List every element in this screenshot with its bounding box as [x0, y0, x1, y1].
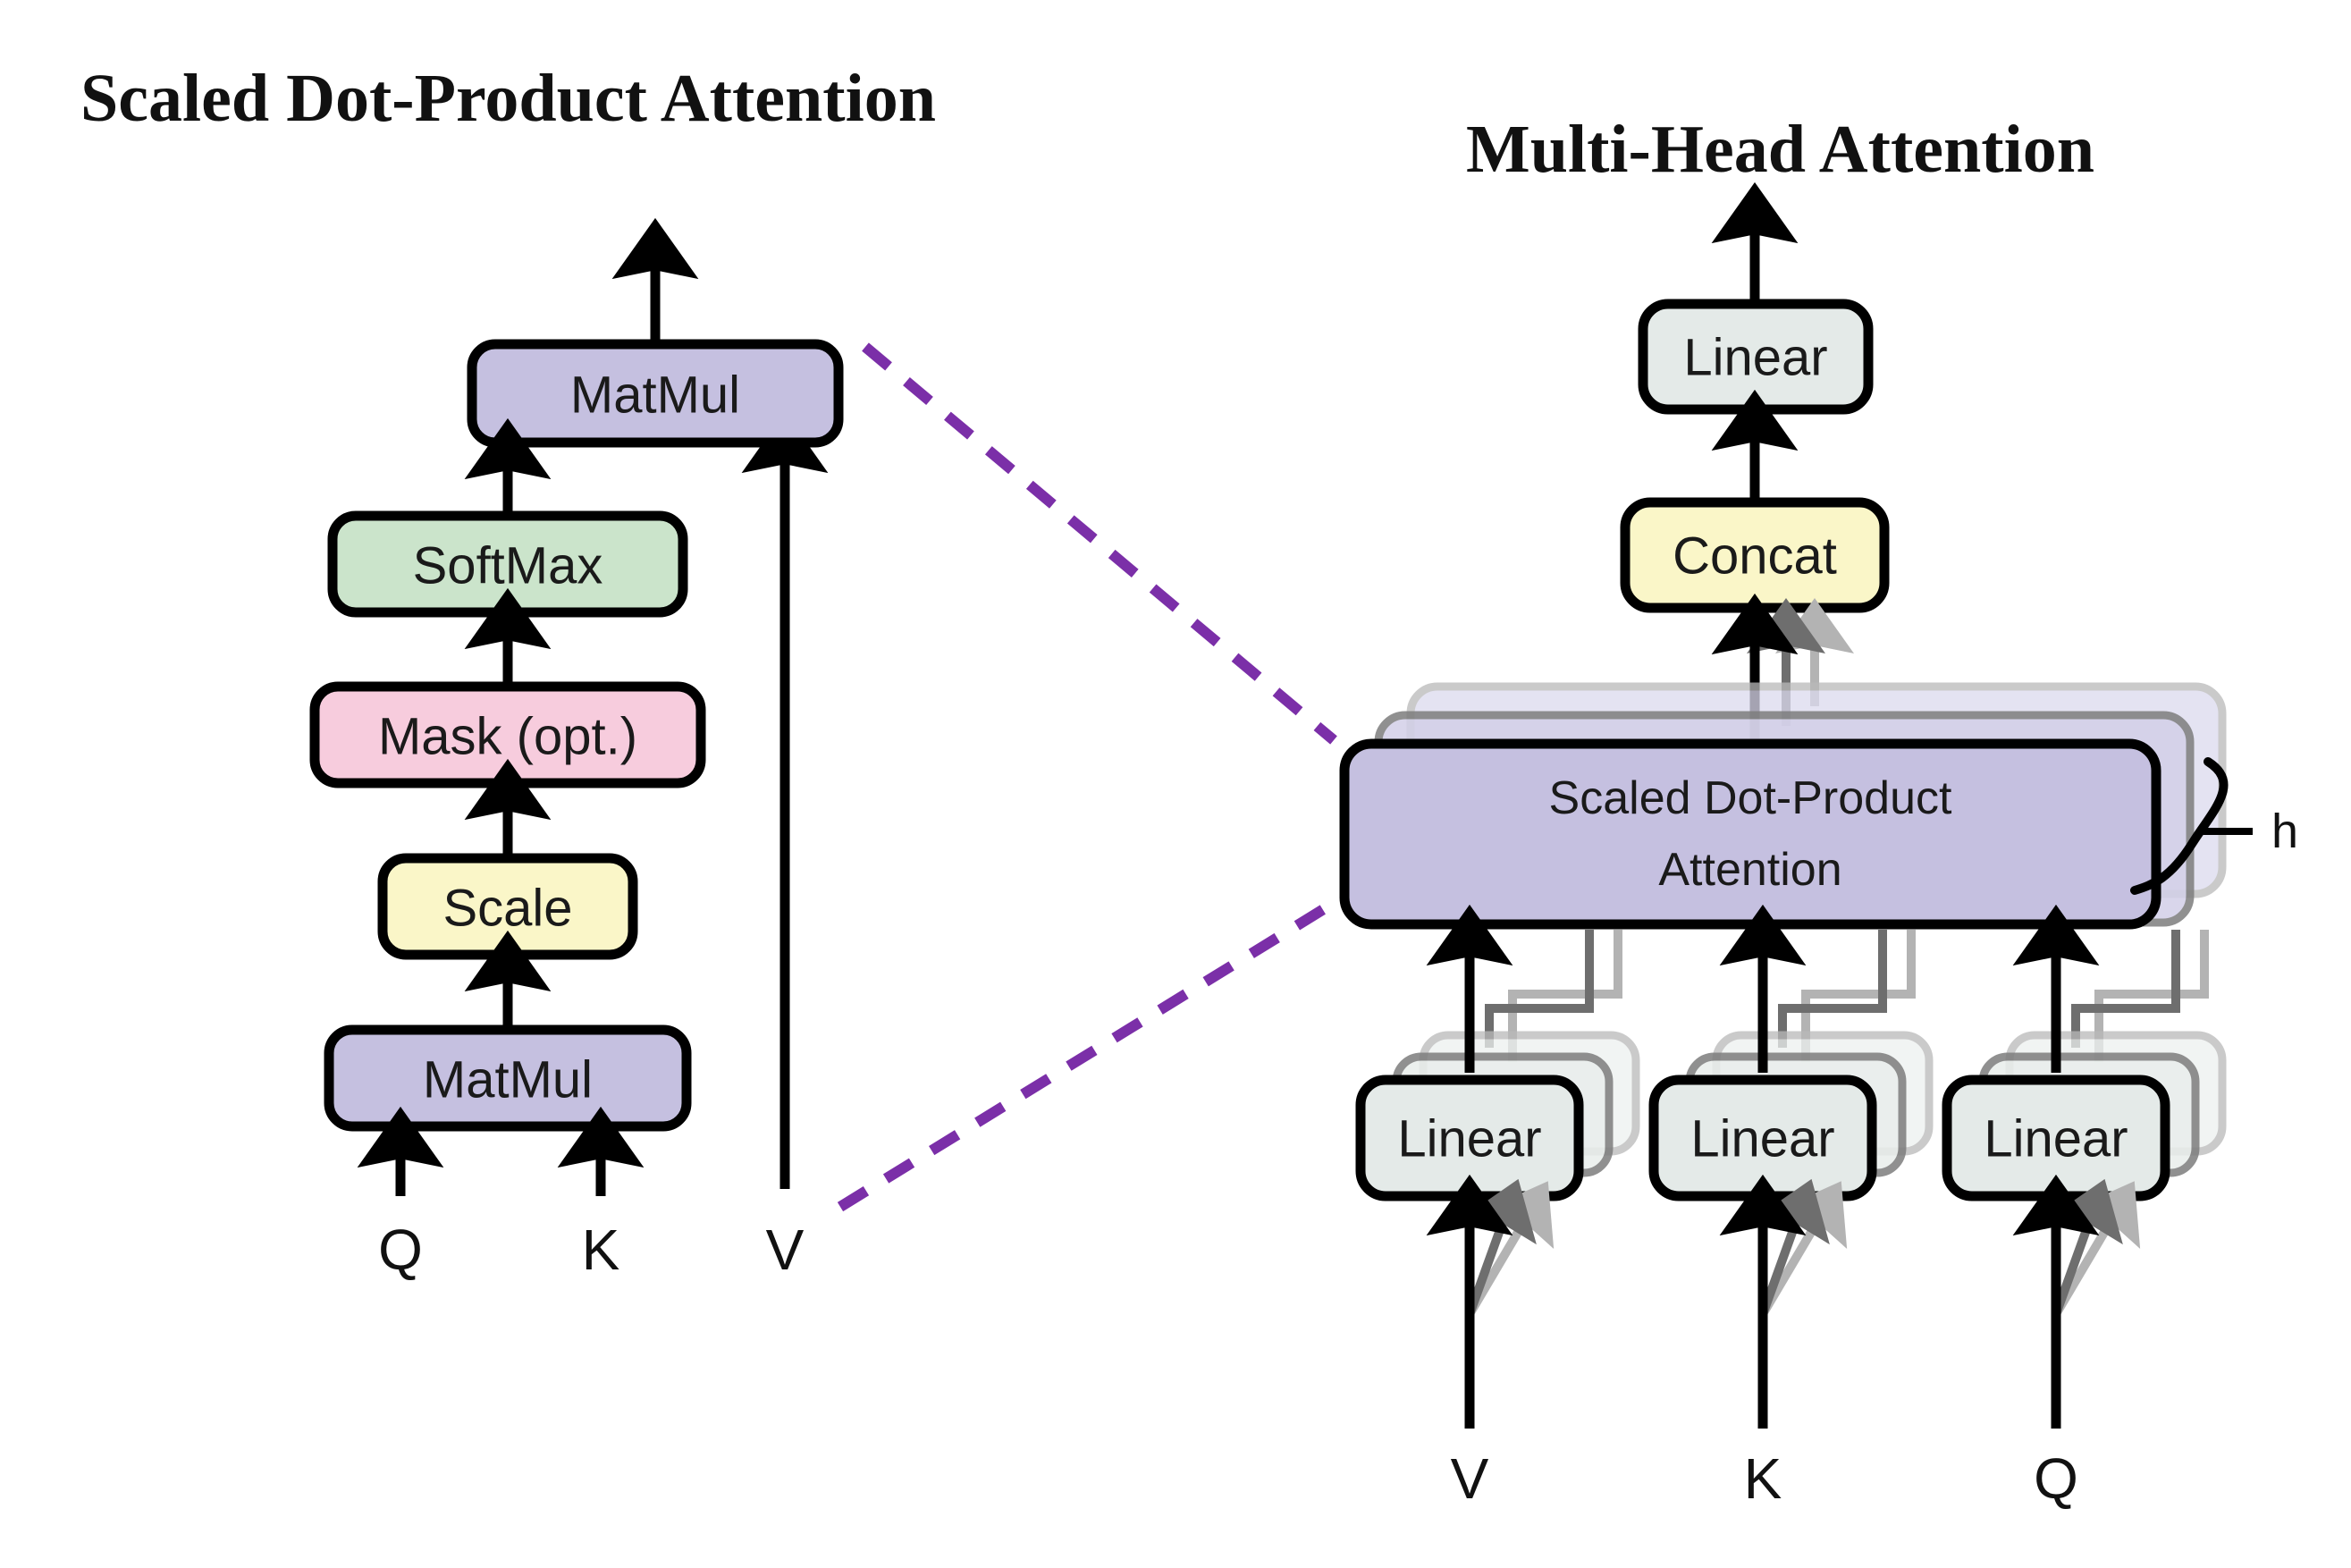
io-label-k: K	[582, 1218, 620, 1282]
node-mask-label: Mask (opt.)	[378, 708, 637, 766]
node-linear-k-stack[interactable]: Linear	[1648, 1031, 1934, 1201]
dashed-link-upper	[862, 342, 1337, 745]
io-label-q: Q	[378, 1218, 423, 1282]
node-linear-output-label: Linear	[1683, 329, 1827, 387]
node-scale-label: Scale	[442, 880, 572, 938]
node-scaled-dot-product-attention-stack[interactable]: Scaled Dot-Product Attention	[1339, 682, 2227, 930]
node-matmul-top-box[interactable]	[467, 339, 844, 448]
io-label-v-right: V	[1451, 1446, 1489, 1511]
heads-label: h	[2271, 805, 2298, 858]
node-softmax-label: SoftMax	[413, 537, 603, 595]
head-routing-rails-upper	[1485, 930, 2209, 1062]
sdpa-label-line-2: Attention	[1658, 844, 1841, 896]
node-linear-k-label: Linear	[1690, 1110, 1834, 1168]
node-matmul-top[interactable]: MatMul	[467, 339, 844, 448]
left-panel-scaled-dot-product-attention: Scaled Dot-Product Attention MatMul Soft…	[80, 61, 936, 1282]
node-mask[interactable]: Mask (opt.)	[309, 681, 706, 788]
sdpa-label-line-1: Scaled Dot-Product	[1549, 772, 1952, 824]
node-matmul-top-label: MatMul	[570, 367, 740, 425]
right-panel-title: Multi-Head Attention	[1466, 112, 2094, 187]
heads-count-annotation: h	[2130, 757, 2298, 895]
node-matmul-bottom[interactable]: MatMul	[324, 1024, 692, 1132]
rail-k-head3	[1801, 930, 1916, 1062]
node-linear-output[interactable]: Linear	[1638, 299, 1874, 415]
node-scale[interactable]: Scale	[377, 853, 638, 960]
io-label-k-right: K	[1744, 1446, 1782, 1511]
rail-k-head2	[1778, 930, 1887, 1048]
rail-q-head2	[2071, 930, 2180, 1048]
dashed-link-lower	[837, 898, 1337, 1212]
right-panel-multi-head-attention: Multi-Head Attention Linear Concat	[1339, 112, 2298, 1511]
heads-brace	[2130, 757, 2229, 895]
node-matmul-bottom-box[interactable]	[324, 1024, 692, 1132]
io-label-v: V	[766, 1218, 805, 1282]
io-label-q-right: Q	[2034, 1446, 2078, 1511]
left-panel-title: Scaled Dot-Product Attention	[80, 61, 936, 136]
node-linear-v-label: Linear	[1397, 1110, 1541, 1168]
node-linear-q-label: Linear	[1984, 1110, 2128, 1168]
node-concat[interactable]: Concat	[1620, 497, 1890, 613]
node-linear-q-stack[interactable]: Linear	[1942, 1031, 2227, 1201]
rail-v-head2	[1485, 930, 1594, 1048]
sdpa-front-box[interactable]	[1339, 738, 2161, 930]
rail-q-head3	[2094, 930, 2209, 1062]
node-concat-label: Concat	[1673, 527, 1837, 586]
node-softmax[interactable]: SoftMax	[327, 510, 688, 618]
rail-v-head3	[1508, 930, 1622, 1062]
node-linear-v-stack[interactable]: Linear	[1355, 1031, 1640, 1201]
node-matmul-bottom-label: MatMul	[423, 1051, 593, 1109]
dashed-expansion-link	[837, 342, 1337, 1212]
